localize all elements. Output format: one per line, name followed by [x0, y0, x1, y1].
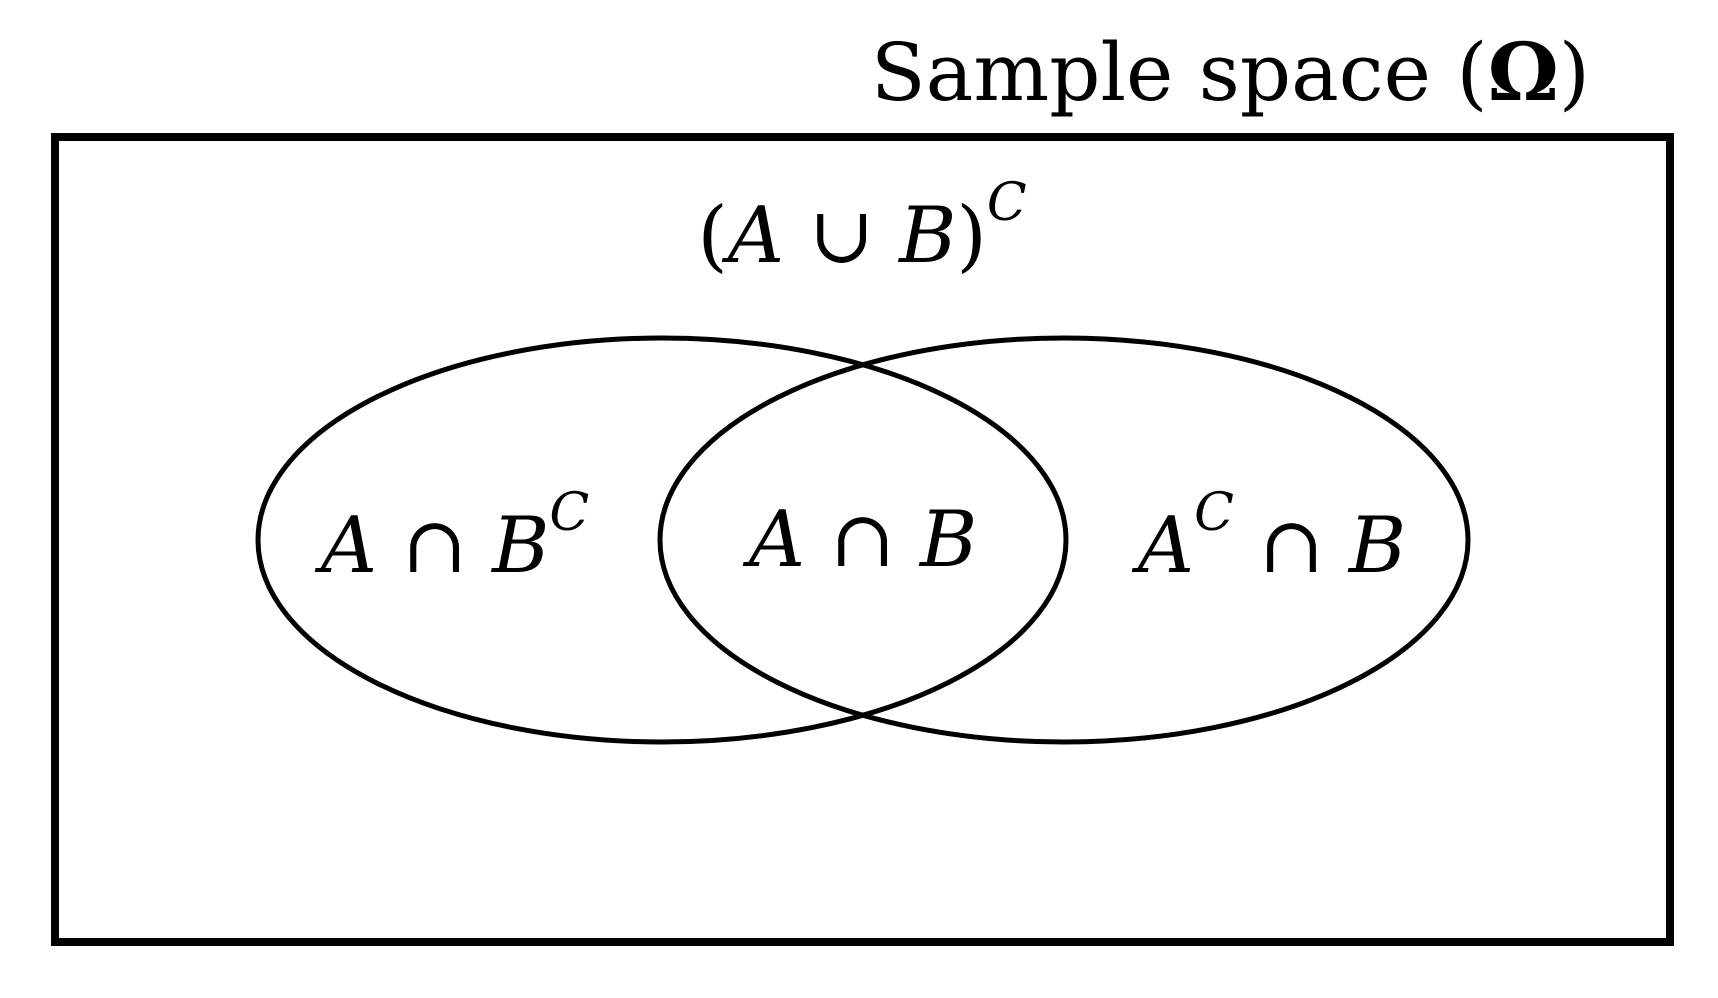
complement-union-label: (A ∪ B)C: [697, 173, 1026, 281]
sample-space-title: Sample space (Ω): [871, 25, 1590, 119]
sample-space-rect: [51, 133, 1674, 946]
intersection-label: A ∩ B: [743, 495, 978, 585]
b-only-label: AC ∩ B: [1132, 483, 1406, 591]
a-only-label: A ∩ BC: [315, 483, 589, 591]
set-a-ellipse: [255, 335, 1069, 745]
set-b-ellipse: [657, 335, 1471, 745]
